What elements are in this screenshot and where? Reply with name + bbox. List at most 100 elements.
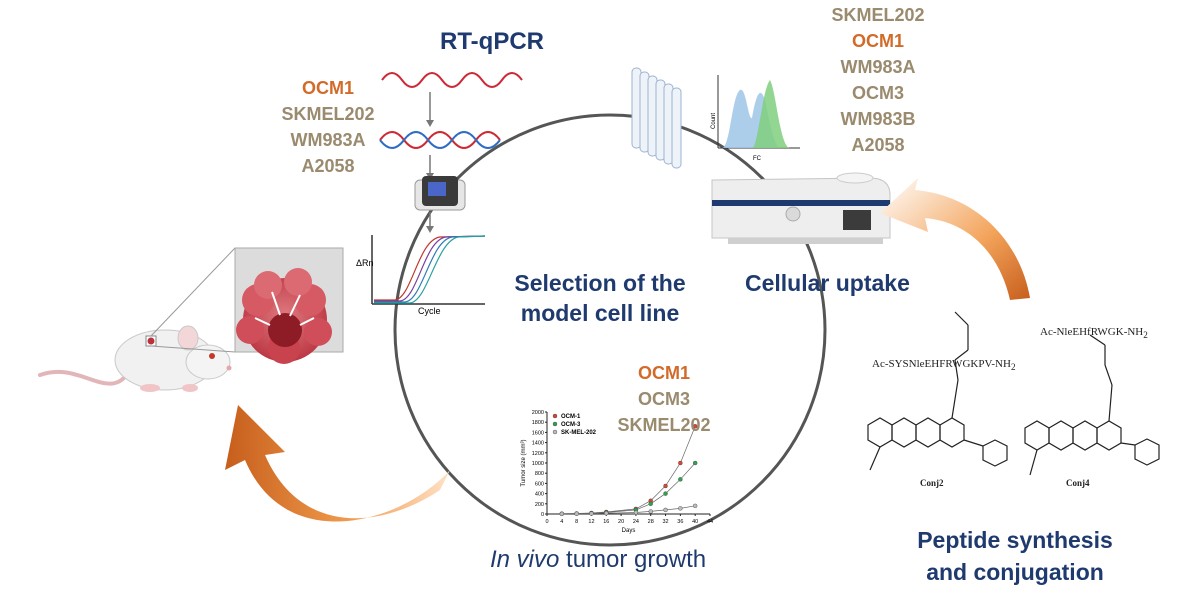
data-point-SK-MEL-202 — [663, 507, 668, 513]
test-tubes-icon — [631, 67, 682, 169]
uptake-cell-item: OCM3 — [851, 83, 904, 103]
legend-marker-SK-MEL-202 — [552, 429, 558, 435]
conj2-sequence: Ac-SYSNleEHFRWGKPV-NH2 — [872, 358, 1016, 372]
uptake-title: Cellular uptake — [745, 270, 910, 296]
conj2-seq-text: Ac-SYSNleEHFRWGKPV-NH — [872, 358, 1011, 370]
x-tick-label: 20 — [618, 519, 624, 525]
x-tick-label: 12 — [588, 519, 594, 525]
pcr-ylabel: ΔRn — [356, 258, 374, 268]
peptide-title-line1: Peptide synthesis — [917, 527, 1113, 553]
x-axis-label: Days — [622, 528, 636, 534]
legend-label-SK-MEL-202: SK-MEL-202 — [561, 430, 597, 436]
flow-cytometer-icon — [711, 172, 891, 244]
data-point-SK-MEL-202 — [648, 509, 653, 514]
cdna-helix — [379, 131, 501, 149]
y-tick-label: 800 — [535, 471, 544, 477]
pcr-xlabel: Cycle — [418, 306, 441, 316]
data-point-SK-MEL-202 — [574, 511, 579, 516]
data-point-OCM-3 — [663, 491, 668, 496]
data-point-SK-MEL-202 — [633, 510, 639, 515]
rna-strand — [381, 72, 523, 88]
x-tick-label: 32 — [662, 519, 668, 525]
invivo-title-italic: In vivo — [490, 546, 560, 573]
conj4-seq-sub: 2 — [1143, 330, 1148, 341]
flow-histogram — [717, 75, 800, 149]
peptide-title-line2: and conjugation — [926, 559, 1104, 585]
series-line-OCM-1 — [561, 426, 696, 515]
data-point-OCM-1 — [692, 424, 698, 429]
y-axis-label: Tumor size (mm³) — [521, 439, 527, 486]
data-point-OCM-3 — [648, 501, 653, 506]
conj2-structure — [867, 311, 1008, 471]
conj4-label: Conj4 — [1066, 478, 1090, 488]
data-point-SK-MEL-202 — [604, 511, 609, 516]
flow-xlabel: FC — [753, 156, 761, 162]
data-point-OCM-3 — [678, 477, 683, 482]
legend-label-OCM-3: OCM-3 — [561, 422, 581, 428]
x-tick-label: 8 — [575, 519, 578, 525]
legend-marker-OCM-3 — [552, 421, 558, 427]
data-point-OCM-3 — [692, 460, 698, 466]
y-tick-label: 1800 — [532, 420, 544, 426]
selection-title-line1: Selection of the — [514, 270, 686, 296]
y-tick-label: 600 — [535, 481, 544, 487]
rtqpcr-cell-item: A2058 — [301, 156, 355, 176]
data-point-SK-MEL-202 — [678, 506, 683, 511]
x-tick-label: 40 — [692, 519, 698, 525]
conj4-structure — [1024, 334, 1160, 476]
y-tick-label: 1600 — [532, 430, 544, 436]
conj4-seq-text: Ac-NleEHfRWGK-NH — [1040, 326, 1144, 338]
invivo-cell-item: OCM3 — [637, 389, 690, 409]
uptake-cell-item: WM983A — [840, 57, 916, 77]
invivo-title: In vivo tumor growth — [490, 546, 706, 574]
x-tick-label: 28 — [648, 519, 654, 525]
legend-label-OCM-1: OCM-1 — [561, 414, 581, 420]
y-tick-label: 1400 — [532, 441, 544, 447]
selection-title-line2: model cell line — [520, 300, 680, 326]
cycle-circle — [393, 113, 827, 547]
uptake-cell-item: SKMEL202 — [831, 5, 925, 25]
rtqpcr-cell-item: OCM1 — [301, 78, 354, 98]
qpcr-machine-icon — [414, 176, 466, 211]
y-tick-label: 1200 — [532, 451, 544, 457]
y-tick-label: 1000 — [532, 461, 544, 467]
uptake-cell-item: A2058 — [851, 135, 905, 155]
x-tick-label: 16 — [603, 519, 609, 525]
arrow-peptide-to-uptake — [880, 178, 1030, 300]
conj2-seq-sub: 2 — [1010, 362, 1016, 373]
data-point-OCM-1 — [678, 460, 683, 466]
pcr-amplification-plot — [371, 235, 486, 305]
mouse-illustration — [38, 325, 232, 392]
invivo-title-rest: tumor growth — [559, 546, 707, 573]
x-tick-label: 44 — [707, 519, 713, 525]
conj4-sequence: Ac-NleEHfRWGK-NH2 — [1040, 326, 1148, 340]
x-tick-label: 36 — [677, 519, 683, 525]
y-tick-label: 2000 — [532, 410, 544, 416]
flow-ylabel: Count — [711, 112, 718, 130]
rtqpcr-cell-item: WM983A — [290, 130, 366, 150]
uptake-cell-item: OCM1 — [851, 31, 904, 51]
x-tick-label: 24 — [633, 519, 639, 525]
uptake-cell-item: WM983B — [840, 109, 916, 129]
arrow-invivo-to-mouse — [225, 405, 450, 522]
rtqpcr-title: RT-qPCR — [440, 28, 544, 55]
uptake-cell-list: SKMEL202 OCM1 WM983A OCM3 WM983B A2058 — [812, 2, 944, 158]
x-tick-label: 4 — [560, 519, 563, 525]
data-point-SK-MEL-202 — [589, 511, 594, 516]
y-tick-label: 200 — [535, 502, 544, 508]
legend-marker-OCM-1 — [552, 413, 558, 419]
conj2-label: Conj2 — [920, 478, 944, 488]
y-tick-label: 0 — [541, 512, 544, 518]
tumor-illustration — [236, 268, 332, 364]
x-tick-label: 0 — [545, 519, 548, 525]
invivo-cell-item: SKMEL202 — [617, 415, 711, 435]
rtqpcr-cell-list: OCM1 SKMEL202 WM983A A2058 — [268, 75, 388, 179]
data-point-OCM-1 — [663, 483, 668, 489]
peptide-title: Peptide synthesis and conjugation — [900, 524, 1130, 588]
selection-title: Selection of the model cell line — [500, 268, 700, 328]
data-point-SK-MEL-202 — [559, 511, 565, 517]
invivo-cell-item: OCM1 — [637, 363, 690, 383]
rtqpcr-cell-item: SKMEL202 — [281, 104, 375, 124]
